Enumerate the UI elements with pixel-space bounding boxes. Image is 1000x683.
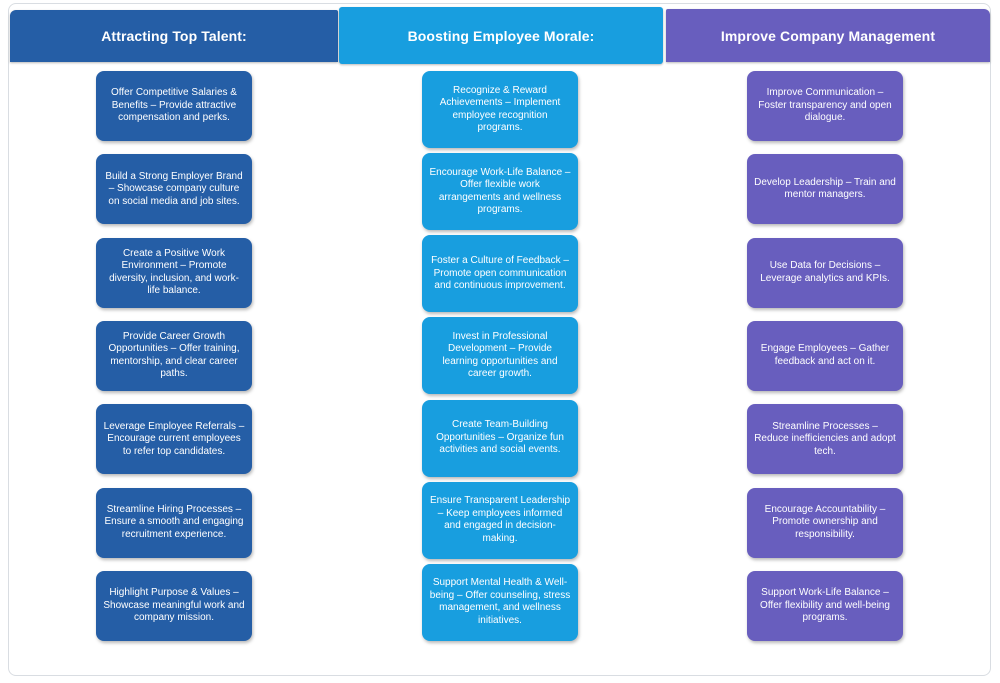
card: Support Work-Life Balance – Offer flexib…	[747, 570, 903, 641]
card: Support Mental Health & Well-being – Off…	[422, 563, 578, 641]
card: Highlight Purpose & Values – Showcase me…	[96, 570, 252, 641]
card: Ensure Transparent Leadership – Keep emp…	[422, 481, 578, 559]
card: Create a Positive Work Environment – Pro…	[96, 237, 252, 308]
card: Leverage Employee Referrals – Encourage …	[96, 404, 252, 475]
card: Encourage Work-Life Balance – Offer flex…	[422, 153, 578, 231]
card: Streamline Processes – Reduce inefficien…	[747, 404, 903, 475]
card: Offer Competitive Salaries & Benefits – …	[96, 71, 252, 141]
card: Use Data for Decisions – Leverage analyt…	[747, 237, 903, 308]
card: Streamline Hiring Processes – Ensure a s…	[96, 487, 252, 558]
column-header-improve-company-management: Improve Company Management	[666, 9, 990, 62]
column-header-boosting-employee-morale: Boosting Employee Morale:	[339, 7, 663, 64]
card: Build a Strong Employer Brand – Showcase…	[96, 154, 252, 225]
card: Encourage Accountability – Promote owner…	[747, 487, 903, 558]
card: Provide Career Growth Opportunities – Of…	[96, 320, 252, 391]
card: Develop Leadership – Train and mentor ma…	[747, 154, 903, 225]
card: Foster a Culture of Feedback – Promote o…	[422, 235, 578, 313]
column-header-attracting-top-talent: Attracting Top Talent:	[10, 10, 338, 62]
card: Invest in Professional Development – Pro…	[422, 317, 578, 395]
column-attracting-top-talent: Offer Competitive Salaries & Benefits – …	[96, 71, 252, 641]
card: Improve Communication – Foster transpare…	[747, 71, 903, 141]
card: Create Team-Building Opportunities – Org…	[422, 399, 578, 477]
column-improve-company-management: Improve Communication – Foster transpare…	[747, 71, 903, 641]
card: Recognize & Reward Achievements – Implem…	[422, 71, 578, 148]
card: Engage Employees – Gather feedback and a…	[747, 320, 903, 391]
column-boosting-employee-morale: Recognize & Reward Achievements – Implem…	[422, 71, 578, 641]
